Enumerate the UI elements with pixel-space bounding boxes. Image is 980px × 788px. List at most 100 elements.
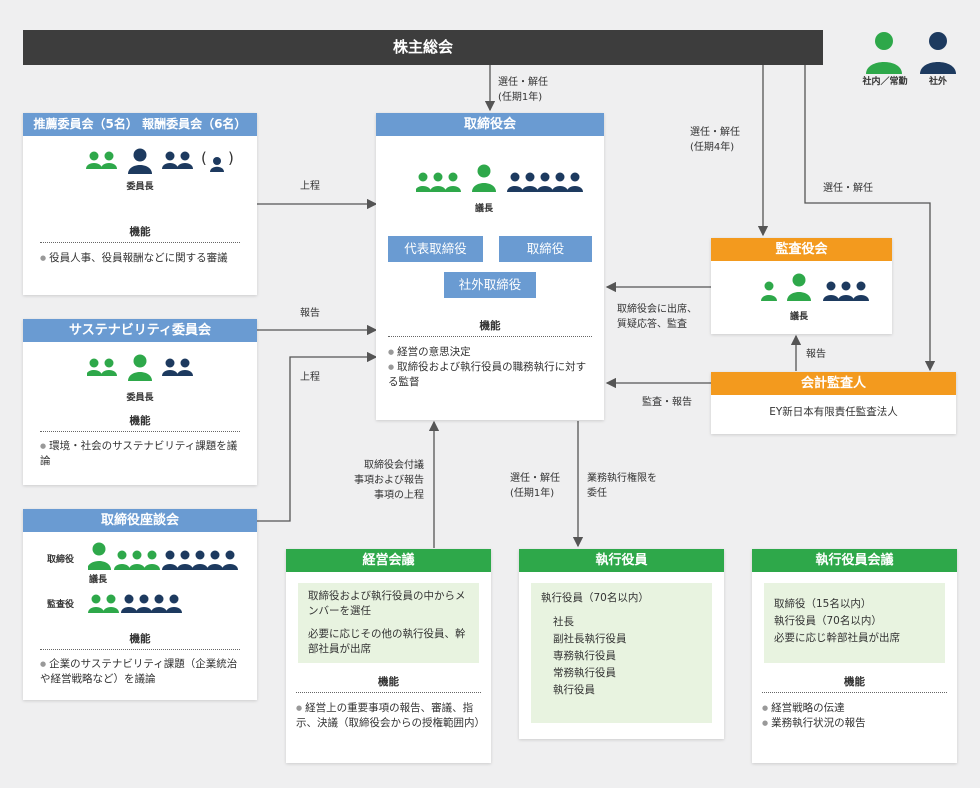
mgmt-title: 経営会議 — [286, 549, 491, 572]
label-auditor-to-audit: 報告 — [806, 349, 826, 360]
audit-member-icons — [761, 273, 869, 301]
council-chair-label: 議長 — [89, 575, 108, 585]
council-func-item: 企業のサステナビリティ課題（企業統治や経営戦略など）を議論 — [40, 657, 245, 687]
outside-director-button[interactable]: 社外取締役 — [444, 272, 536, 298]
label-mgmt-to-board: 取締役会付議事項および報告事項の上程 — [354, 460, 424, 501]
mgmt-func-label: 機能 — [378, 676, 399, 688]
internal-directors-icon — [114, 550, 160, 570]
representative-director-button[interactable]: 代表取締役 — [388, 236, 483, 262]
management-committee: 経営会議 取締役および執行役員の中からメンバーを選任 必要に応じその他の執行役員… — [286, 549, 491, 763]
audit-chair-label: 議長 — [789, 312, 808, 322]
sus-divider — [40, 431, 240, 432]
external-members-icon — [162, 358, 193, 376]
external-auditors-icon — [823, 281, 869, 301]
legend-icons — [866, 32, 956, 74]
chair-internal-icon — [472, 164, 496, 192]
chair-internal-icon — [88, 542, 111, 570]
council-row2-label: 監査役 — [47, 600, 75, 610]
arrow-council-to-board — [257, 351, 378, 522]
council-title: 取締役座談会 — [23, 509, 257, 532]
mgmt-desc-1: 取締役および執行役員の中からメンバーを選任 — [308, 590, 466, 617]
internal-members-icon — [86, 151, 117, 169]
external-directors-icon — [507, 172, 583, 192]
external-directors-icon — [162, 550, 238, 570]
audit-supervisory-board: 監査役会 議長 — [711, 238, 892, 334]
sus-func-label: 機能 — [129, 415, 151, 427]
label-elect-auditor: 選任・解任 — [823, 183, 873, 194]
audit-title: 監査役会 — [711, 238, 892, 261]
legend: 社内／常勤 社外 — [858, 28, 968, 90]
exec-role-4: 常務執行役員 — [553, 667, 616, 679]
exec-meet-title: 執行役員会議 — [752, 549, 957, 572]
exec-meet-desc-3: 必要に応じ幹部社員が出席 — [774, 632, 900, 644]
label-board-to-exec-2: 業務執行権限を委任 — [587, 473, 657, 499]
director-button[interactable]: 取締役 — [499, 236, 592, 262]
label-sus-to-board: 報告 — [300, 308, 320, 319]
mgmt-desc-2: 必要に応じその他の執行役員、幹部社員が出席 — [308, 628, 466, 655]
exec-meet-desc-1: 取締役（15名以内） — [774, 598, 872, 610]
observer-icon — [210, 157, 224, 172]
exec-role-2: 副社長執行役員 — [553, 633, 627, 645]
nom-divider — [40, 242, 240, 243]
observer-paren-open: ( — [201, 149, 207, 167]
exec-panel — [531, 583, 712, 723]
auditor-firm: EY新日本有限責任監査法人 — [769, 406, 898, 418]
board-chair-label: 議長 — [474, 204, 493, 214]
internal-members-icon — [87, 358, 117, 376]
council-directors-icons — [88, 542, 238, 570]
board-func-label: 機能 — [479, 320, 501, 332]
board-divider — [388, 336, 592, 337]
label-council-to-board: 上程 — [300, 372, 320, 383]
exec-role-1: 社長 — [553, 616, 574, 628]
external-auditors-icon — [121, 594, 182, 613]
sus-chair-label: 委員長 — [126, 393, 154, 403]
council-row1-label: 取締役 — [47, 555, 75, 565]
chair-external-icon — [128, 148, 152, 174]
person-internal-icon — [866, 32, 902, 74]
mgmt-func-item: 経営上の重要事項の報告、審議、指示、決議（取締役会からの授権範囲内） — [296, 701, 485, 731]
sustainability-committee: サステナビリティ委員会 委員長 機能 環境・社会のサステナビリティ課題を議論 — [23, 319, 257, 485]
council-auditors-icons — [88, 594, 182, 613]
label-audit-to-board: 取締役会に出席、質疑応答、監査 — [617, 304, 697, 330]
internal-auditors-icon — [88, 594, 119, 613]
exec-meet-func-item-1: 経営戦略の伝達 — [762, 701, 947, 716]
label-elect-audit: 選任・解任(任期4年) — [690, 127, 740, 153]
label-board-to-exec-1: 選任・解任(任期1年) — [510, 473, 560, 499]
council-func-label: 機能 — [129, 633, 151, 645]
observer-paren-close: ) — [228, 149, 234, 167]
board-member-icons — [416, 164, 583, 192]
nom-chair-label: 委員長 — [126, 182, 154, 192]
nomination-remuneration-committee: 推薦委員会（5名） 報酬委員会（6名） ( ) 委員長 機能 役員人事、役員報酬… — [23, 113, 257, 295]
shareholders-meeting-bar: 株主総会 — [23, 30, 823, 65]
nom-func-item: 役員人事、役員報酬などに関する審議 — [40, 251, 245, 266]
directors-council: 取締役座談会 取締役 議長 監査役 機能 — [23, 509, 257, 700]
shareholders-meeting-title: 株主総会 — [392, 38, 453, 56]
sus-title: サステナビリティ委員会 — [23, 319, 257, 342]
mgmt-desc-panel — [298, 583, 479, 663]
mgmt-divider — [296, 692, 481, 693]
council-divider — [40, 649, 240, 650]
board-title: 取締役会 — [376, 113, 604, 136]
sus-func-item: 環境・社会のサステナビリティ課題を議論 — [40, 439, 245, 469]
board-func-item-2: 取締役および執行役員の職務執行に対する監督 — [388, 360, 594, 390]
exec-meet-desc-2: 執行役員（70名以内） — [774, 615, 882, 627]
board-func-item-1: 経営の意思決定 — [388, 345, 594, 360]
chair-internal-icon — [128, 354, 152, 381]
arrow-shareholders-to-auditor — [804, 65, 936, 372]
legend-internal-label: 社内／常勤 — [862, 77, 908, 87]
auditor-title: 会計監査人 — [711, 372, 956, 395]
exec-role-3: 専務執行役員 — [553, 650, 616, 662]
executive-officers: 執行役員 執行役員（70名以内） 社長 副社長執行役員 専務執行役員 常務執行役… — [519, 549, 724, 739]
exec-meet-panel — [764, 583, 945, 663]
label-nom-to-board: 上程 — [300, 181, 320, 192]
exec-role-5: 執行役員 — [553, 684, 595, 696]
exec-meet-divider — [762, 692, 947, 693]
internal-directors-icon — [416, 172, 461, 192]
exec-heading: 執行役員（70名以内） — [541, 592, 649, 604]
label-elect-board: 選任・解任(任期1年) — [498, 77, 548, 103]
chair-internal-icon — [787, 273, 811, 301]
exec-meet-func-item-2: 業務執行状況の報告 — [762, 716, 947, 731]
accounting-auditor: 会計監査人 EY新日本有限責任監査法人 — [711, 372, 956, 434]
person-external-icon — [920, 32, 956, 74]
